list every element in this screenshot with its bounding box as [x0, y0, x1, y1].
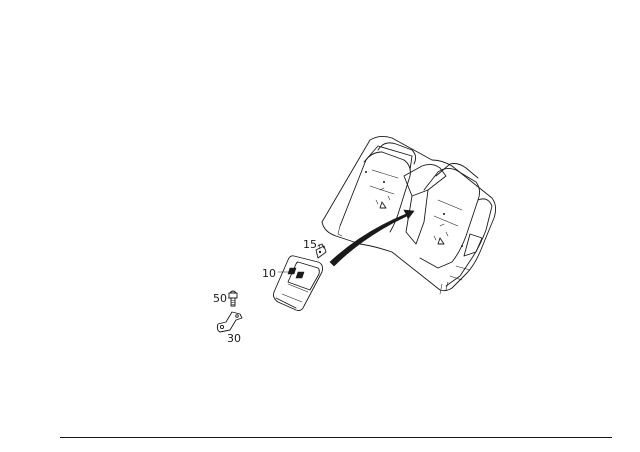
part-10-key-unit	[273, 255, 323, 311]
callout-15: 15	[303, 238, 317, 251]
callout-10: 10	[262, 267, 276, 280]
part-callouts: 10 15 30 50	[213, 238, 317, 345]
part-30-bracket	[216, 311, 243, 333]
callout-50: 50	[213, 292, 227, 305]
assembly-arrow	[329, 209, 415, 267]
part-15-clip	[315, 243, 327, 259]
callout-30: 30	[227, 332, 241, 345]
part-50-screw	[228, 290, 238, 307]
leader-lines	[227, 243, 321, 299]
